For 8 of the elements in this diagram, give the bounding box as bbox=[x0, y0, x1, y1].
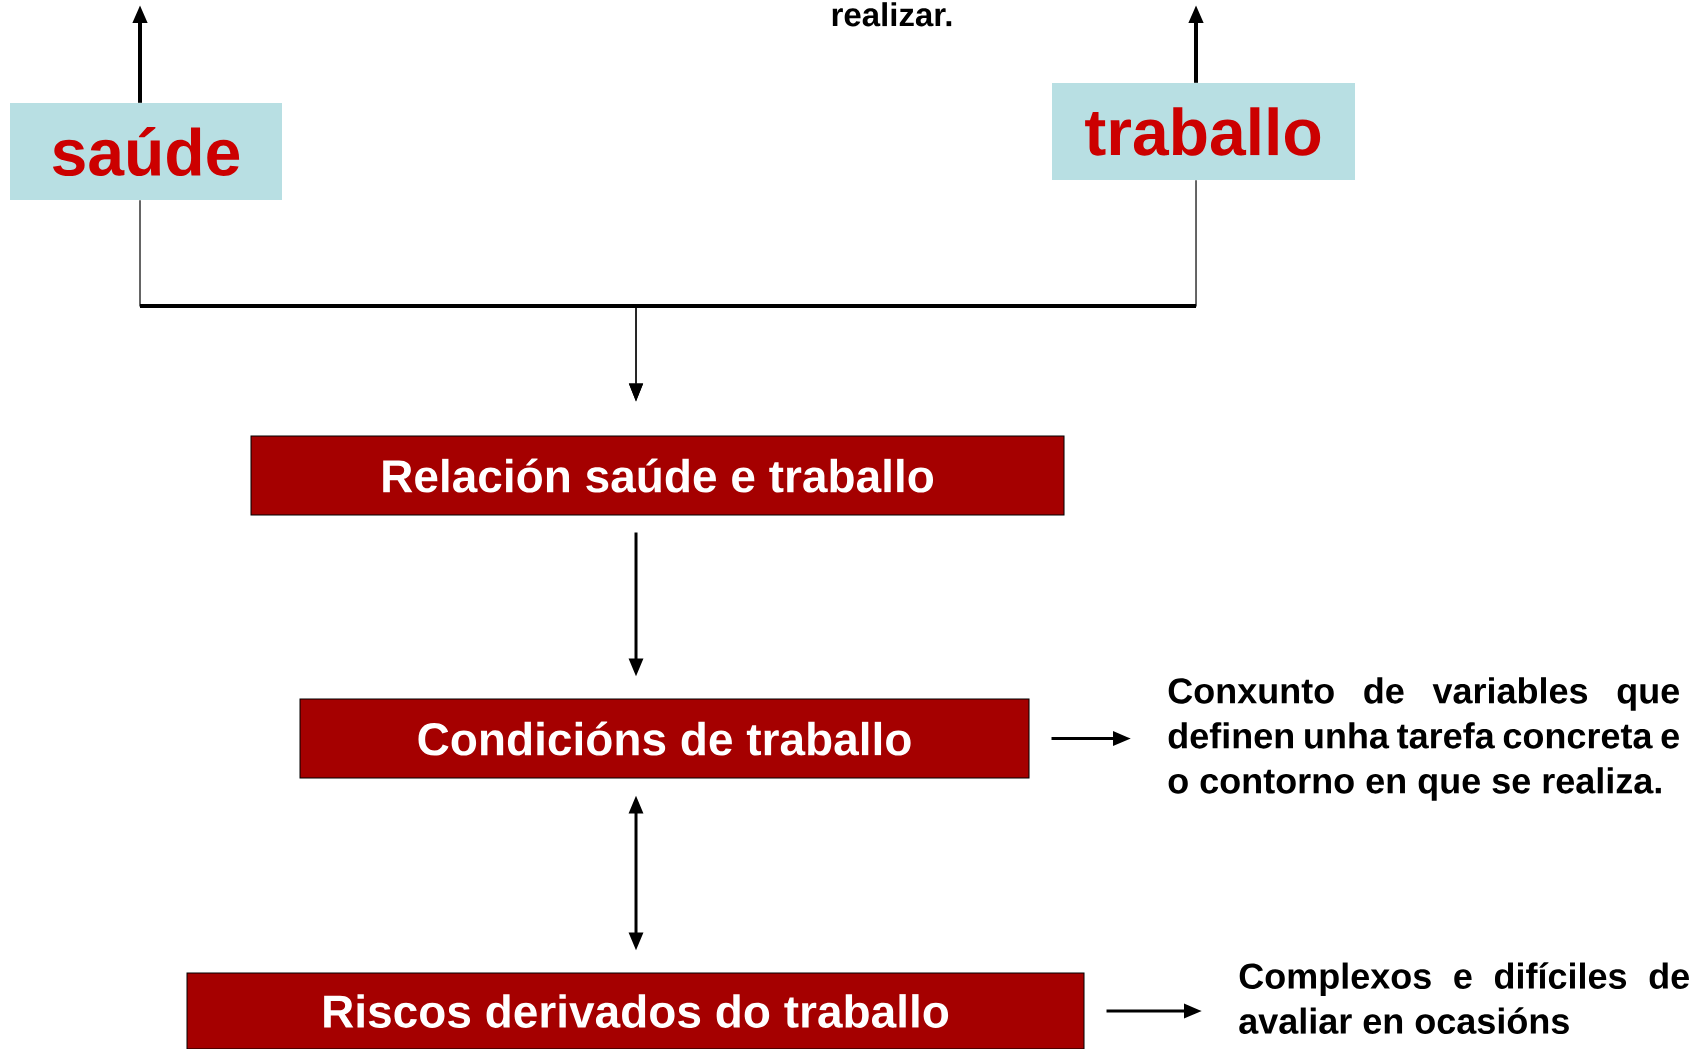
process-box: Relación saúde e traballo bbox=[250, 435, 1065, 516]
process-box: Riscos derivados do traballo bbox=[186, 972, 1085, 1049]
word-box: traballo bbox=[1052, 83, 1355, 180]
note-text: realizar. bbox=[832, 2, 952, 27]
description-text: Complexos e difíciles de avaliar en ocasións bbox=[1239, 962, 1689, 1034]
description-text: Conxunto de variables que definen unha tarefa concreta e o contorno en que se realiza. bbox=[1168, 677, 1679, 801]
word-box: saúde bbox=[10, 103, 282, 200]
process-box: Condicións de traballo bbox=[299, 698, 1030, 779]
